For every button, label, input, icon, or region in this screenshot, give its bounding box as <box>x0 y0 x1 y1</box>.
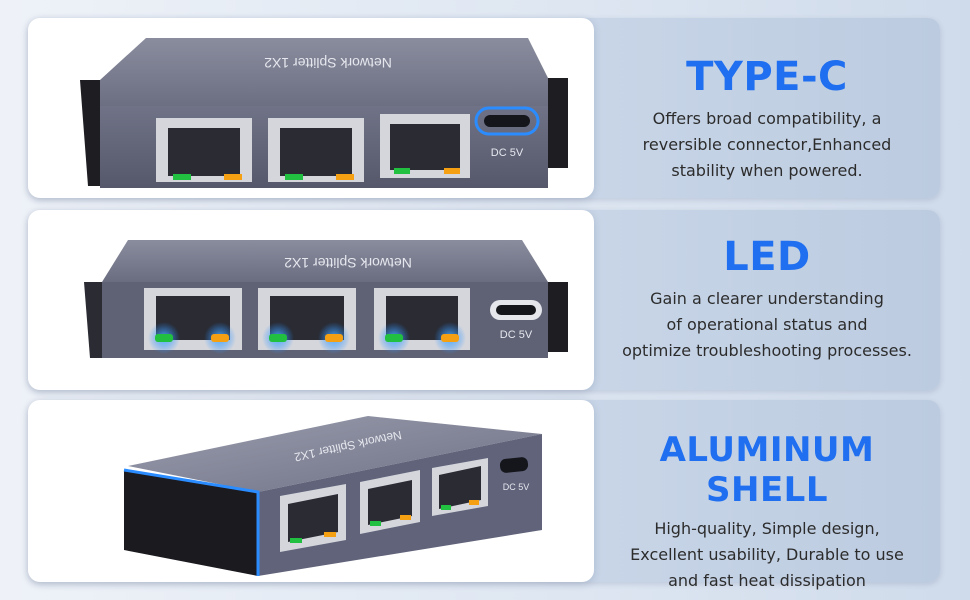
rj45-port-icon <box>280 484 346 552</box>
splitter-device-image: Network Splitter 1X2 <box>123 416 542 576</box>
feature-description: Gain a clearer understanding of operatio… <box>622 289 912 360</box>
feature-title: ALUMINUM SHELL <box>659 430 875 510</box>
led-indicator-icon <box>148 322 466 354</box>
port-label: DC 5V <box>500 329 533 341</box>
usb-c-port-icon <box>499 457 529 473</box>
device-label: Network Splitter 1X2 <box>284 255 412 271</box>
product-image-card: Network Splitter 1X2 <box>28 400 594 582</box>
product-image-card: Network Splitter 1X2 <box>28 210 594 390</box>
rj45-port-icon <box>156 118 252 182</box>
feature-text-aluminum-shell: ALUMINUM SHELL High-quality, Simple desi… <box>594 400 940 590</box>
rj45-port-icon <box>360 470 420 534</box>
usb-c-port-icon <box>474 106 540 136</box>
feature-text-type-c: TYPE-C Offers broad compatibility, a rev… <box>594 18 940 198</box>
splitter-device-image: Network Splitter 1X2 <box>80 38 568 188</box>
port-label: DC 5V <box>503 482 530 492</box>
feature-description: High-quality, Simple design, Excellent u… <box>630 519 904 590</box>
rj45-port-icon <box>380 114 470 178</box>
feature-row-aluminum-shell: Network Splitter 1X2 <box>28 400 940 590</box>
feature-description: Offers broad compatibility, a reversible… <box>642 109 892 180</box>
feature-row-led: Network Splitter 1X2 <box>28 210 940 390</box>
port-label: DC 5V <box>491 147 524 159</box>
splitter-device-image: Network Splitter 1X2 <box>84 240 568 358</box>
product-image-card: Network Splitter 1X2 <box>28 18 594 198</box>
rj45-port-icon <box>268 118 364 182</box>
feature-title: LED <box>723 234 811 280</box>
device-label: Network Splitter 1X2 <box>264 55 392 71</box>
rj45-port-icon <box>432 458 488 516</box>
feature-row-type-c: Network Splitter 1X2 <box>28 18 940 198</box>
usb-c-port-icon <box>490 300 542 320</box>
feature-title: TYPE-C <box>686 54 848 100</box>
rj45-port-icon <box>144 288 242 350</box>
feature-text-led: LED Gain a clearer understanding of oper… <box>594 210 940 390</box>
